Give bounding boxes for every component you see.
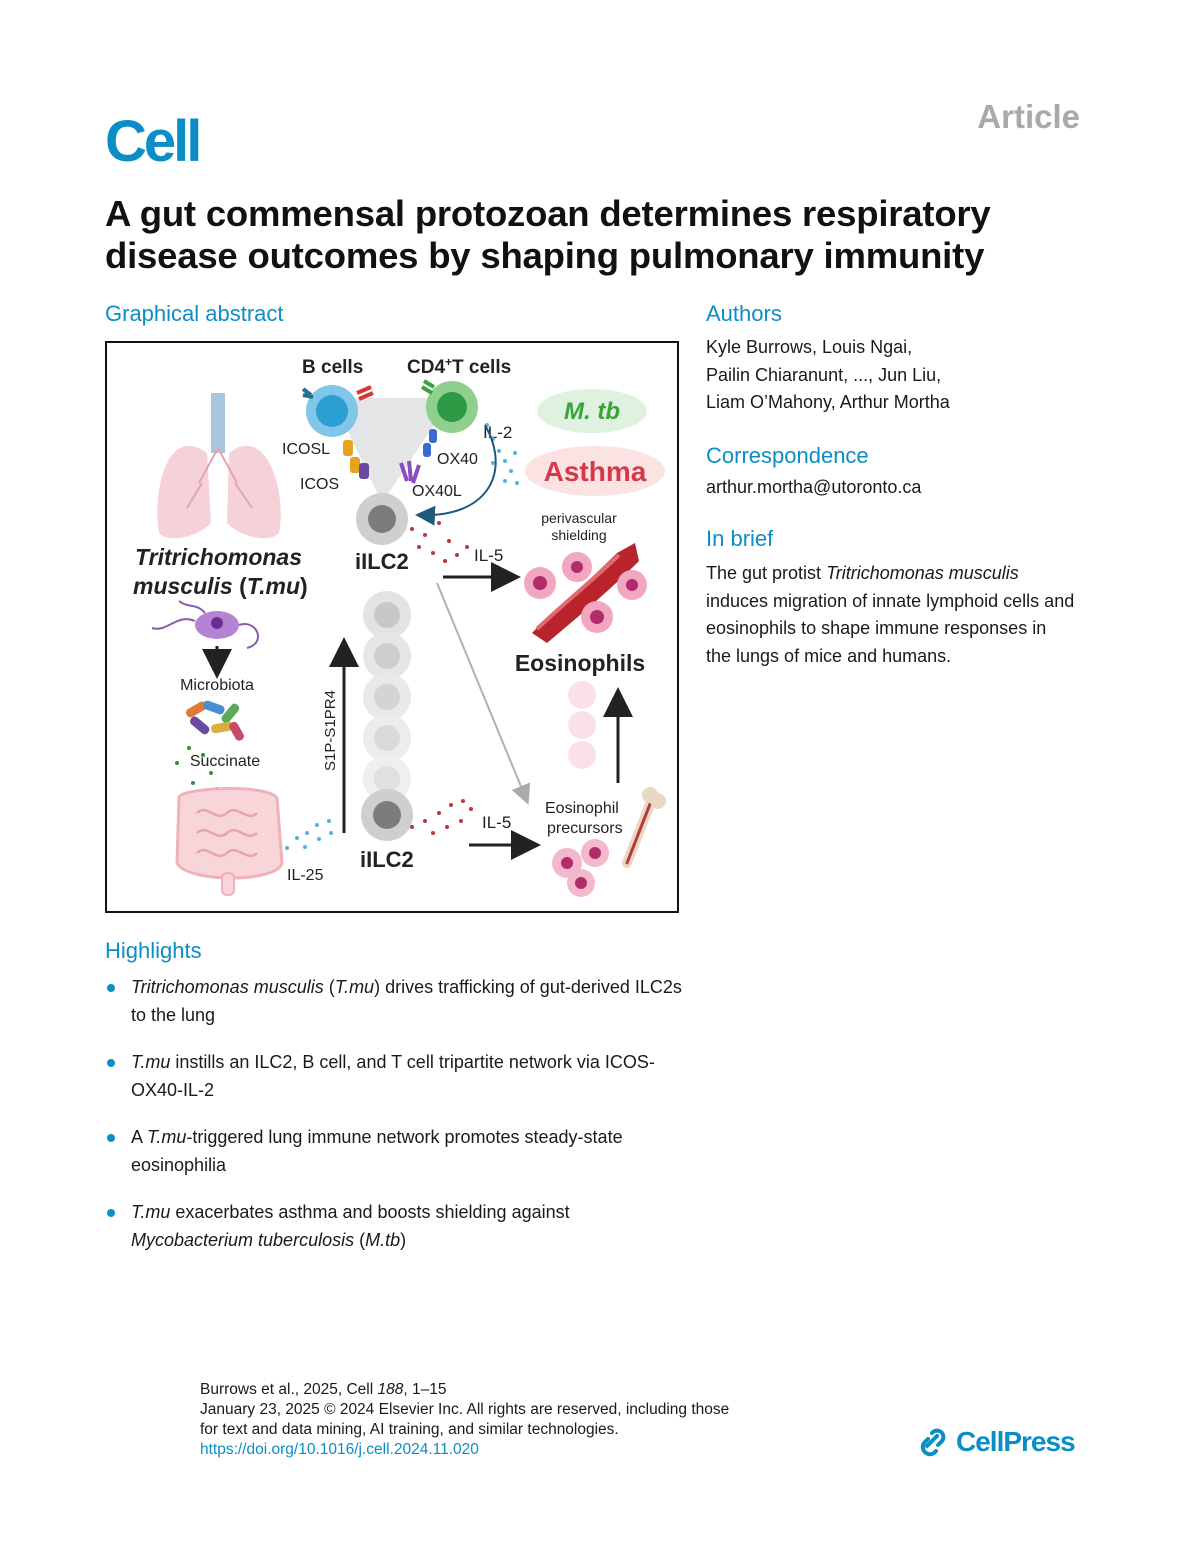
authors-line-3: Liam O’Mahony, Arthur Mortha <box>706 392 950 412</box>
succinate-label: Succinate <box>190 753 260 770</box>
ilc2-top-label: iILC2 <box>355 549 409 574</box>
correspondence-email[interactable]: arthur.mortha@utoronto.ca <box>706 477 922 497</box>
journal-logo: Cell <box>105 109 202 174</box>
il25-label: IL-25 <box>287 867 324 884</box>
authors-list: Kyle Burrows, Louis Ngai, Pailin Chiaran… <box>706 334 1106 417</box>
protozoan-icon <box>151 600 259 649</box>
migrating-eosinophils <box>568 681 596 769</box>
asthma-label: Asthma <box>544 456 647 487</box>
blood-vessel-icon <box>532 543 639 643</box>
asthma-badge <box>525 446 665 496</box>
cellpress-link-icon <box>920 1428 946 1457</box>
highlight-item: T.mu instills an ILC2, B cell, and T cel… <box>105 1049 685 1104</box>
eosinophil-cluster-top <box>524 552 647 633</box>
highlight-item: T.mu exacerbates asthma and boosts shiel… <box>105 1199 685 1254</box>
il5-top-dots <box>410 521 469 563</box>
copyright-line: January 23, 2025 © 2024 Elsevier Inc. Al… <box>200 1401 730 1418</box>
migrating-ilc2-column <box>363 591 411 803</box>
eosinophils-label: Eosinophils <box>515 650 645 676</box>
microbiota-icon <box>185 700 244 741</box>
authors-line-2: Pailin Chiaranunt, ..., Jun Liu, <box>706 364 942 385</box>
citation-footer: Burrows et al., 2025, Cell 188, 1–15 Jan… <box>200 1380 729 1460</box>
mtb-label: M. tb <box>564 398 620 425</box>
icosl-label: ICOSL <box>282 441 330 458</box>
il5-bottom-dots <box>410 799 473 835</box>
in-brief-text: The gut protist Tritrichomonas musculis … <box>706 563 1075 666</box>
intestine-icon <box>175 787 284 896</box>
cellpress-logo: CellPress <box>918 1426 1076 1458</box>
cellpress-wordmark: CellPress <box>956 1426 1076 1457</box>
doi-link[interactable]: https://doi.org/10.1016/j.cell.2024.11.0… <box>200 1441 479 1458</box>
ilc2-bottom-label: iILC2 <box>360 847 414 872</box>
highlight-item: Tritrichomonas musculis (T.mu) drives tr… <box>105 974 685 1029</box>
il5-bottom-label: IL-5 <box>482 813 511 832</box>
s1p-s1pr4-label: S1P-S1PR4 <box>322 690 339 771</box>
in-brief-heading: In brief <box>706 526 774 551</box>
highlights-heading: Highlights <box>105 938 202 963</box>
article-type-label: Article <box>977 98 1080 135</box>
ox40-label: OX40 <box>437 451 478 468</box>
network-triangle <box>332 398 452 503</box>
bone-icon <box>622 787 666 868</box>
article-title: A gut commensal protozoan determines res… <box>105 193 991 276</box>
graphical-abstract-svg: B cells CD4+T cells IL-2 M. tb Asthma <box>133 355 666 897</box>
ox40l-label: OX40L <box>412 483 462 500</box>
citation-line: Burrows et al., 2025, Cell 188, 1–15 <box>200 1381 447 1398</box>
shielding-label: shielding <box>551 527 606 543</box>
in-brief-species: Tritrichomonas musculis <box>826 563 1019 583</box>
b-cell-icon <box>301 385 374 437</box>
b-cells-label: B cells <box>302 357 363 378</box>
graphical-abstract-heading: Graphical abstract <box>105 301 284 326</box>
mtb-badge <box>537 389 647 433</box>
rights-line: for text and data mining, AI training, a… <box>200 1421 619 1438</box>
eos-precursors-line2: precursors <box>547 820 623 837</box>
tmu-label-line2: musculis (T.mu) <box>133 573 308 599</box>
il25-dots <box>285 819 333 850</box>
icos-label: ICOS <box>300 476 339 493</box>
highlight-item: A T.mu-triggered lung immune network pro… <box>105 1124 685 1179</box>
highlights-list: Tritrichomonas musculis (T.mu) drives tr… <box>105 974 685 1274</box>
eosinophil-precursor-cluster <box>552 839 609 897</box>
microbiota-label: Microbiota <box>180 677 254 694</box>
tmu-label-line1: Tritrichomonas <box>135 544 302 570</box>
perivascular-label: perivascular <box>541 510 617 526</box>
cd4-t-cell-icon <box>420 379 478 433</box>
lungs-icon <box>157 393 281 539</box>
authors-line-1: Kyle Burrows, Louis Ngai, <box>706 337 913 357</box>
authors-heading: Authors <box>706 301 782 326</box>
correspondence-heading: Correspondence <box>706 443 869 468</box>
graphical-abstract-figure: B cells CD4+T cells IL-2 M. tb Asthma <box>105 341 679 913</box>
receptor-icons <box>343 429 437 484</box>
il5-top-label: IL-5 <box>474 546 503 565</box>
eos-precursors-line1: Eosinophil <box>545 800 619 817</box>
cd4-t-cells-label: CD4+T cells <box>407 355 511 378</box>
